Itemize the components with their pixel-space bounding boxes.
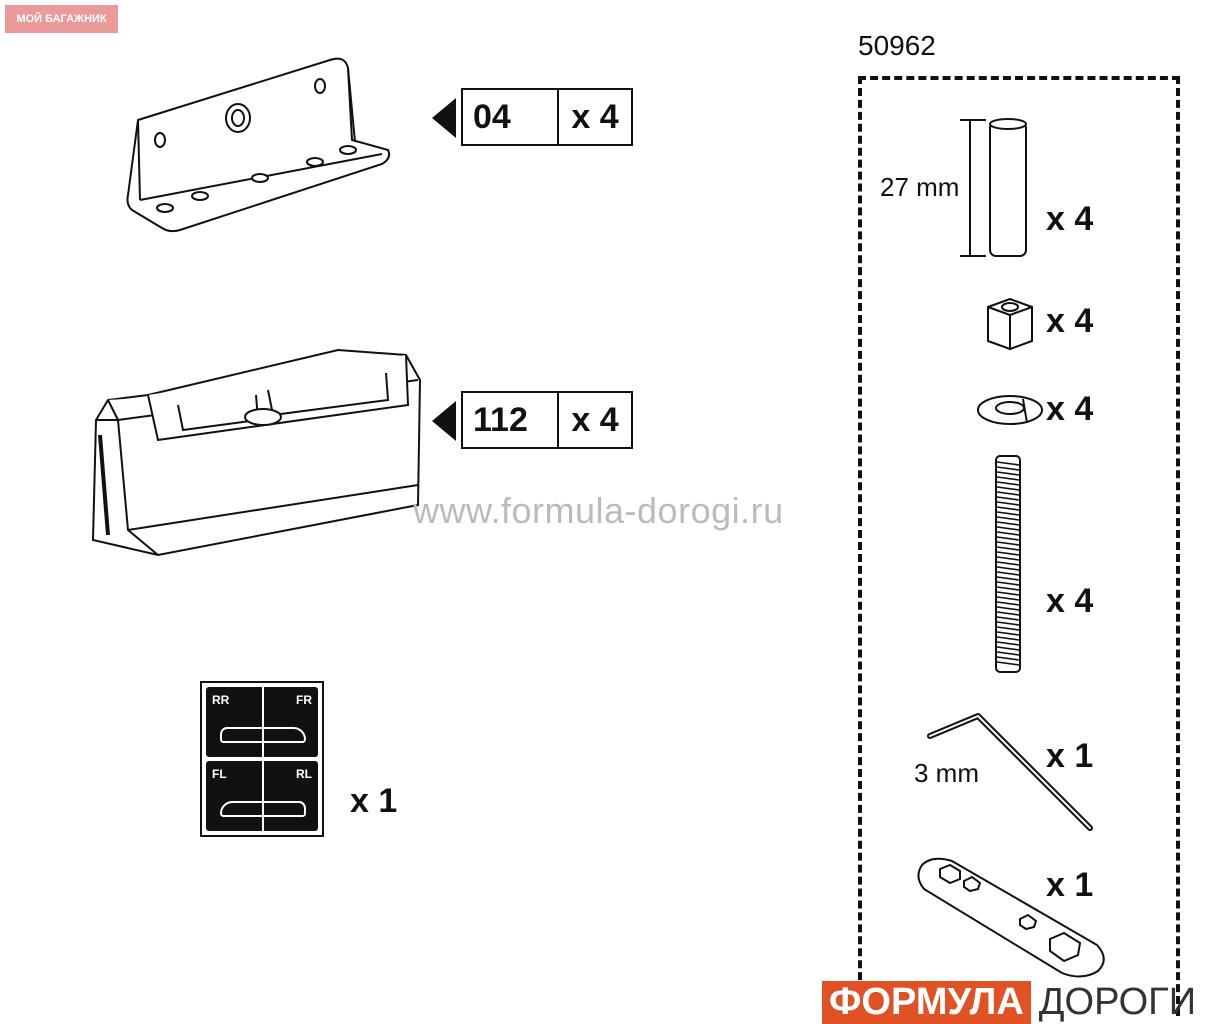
bolt-thread-line — [996, 541, 1020, 546]
washer-quantity: x 4 — [1046, 390, 1094, 428]
bolt-thread-line — [996, 646, 1020, 651]
bolt-thread-line — [996, 626, 1020, 631]
bolt-thread-line — [996, 526, 1020, 531]
hex-key-icon — [927, 713, 1093, 831]
bolt-thread-line — [996, 461, 1020, 466]
bolt-thread-line — [996, 636, 1020, 641]
hex-nut-icon — [987, 297, 1033, 351]
part-code: 112 — [463, 393, 559, 447]
foot-pad-icon — [91, 348, 422, 557]
nut-quantity: x 4 — [1046, 302, 1094, 340]
bolt-thread-line — [996, 601, 1020, 606]
hex-key-size-label: 3 mm — [914, 758, 979, 788]
threaded-bolt-icon — [995, 455, 1021, 673]
bolt-thread-line — [996, 661, 1020, 666]
kit-number: 50962 — [858, 30, 936, 61]
bolt-thread-line — [996, 511, 1020, 516]
bolt-thread-line — [996, 641, 1020, 646]
sticker-label-fl: FL — [212, 767, 227, 781]
bolt-thread-line — [996, 476, 1020, 481]
bolt-thread-line — [996, 496, 1020, 501]
hex-key-quantity: x 1 — [1046, 737, 1094, 775]
part-code-box: 04 x 4 — [461, 88, 633, 146]
bolt-thread-line — [996, 536, 1020, 541]
pointer-arrow-icon — [432, 401, 456, 441]
bolt-thread-line — [996, 566, 1020, 571]
kit-frame — [858, 76, 1180, 1016]
position-sticker-icon: RR FR FL RL — [200, 681, 324, 837]
tube-length-label: 27 mm — [880, 172, 960, 202]
bolt-thread-line — [996, 656, 1020, 661]
spring-washer-icon — [977, 395, 1043, 425]
bolt-thread-line — [996, 471, 1020, 476]
wrench-plate-icon — [917, 857, 1105, 978]
bolt-thread-line — [996, 591, 1020, 596]
bolt-thread-line — [996, 531, 1020, 536]
tube-quantity: x 4 — [1046, 200, 1094, 238]
wrench-quantity: x 1 — [1046, 866, 1094, 904]
bolt-thread-line — [996, 516, 1020, 521]
bolt-thread-line — [996, 506, 1020, 511]
bolt-thread-line — [996, 561, 1020, 566]
sticker-label-rl: RL — [296, 767, 312, 781]
bolt-thread-line — [996, 481, 1020, 486]
brand-badge: МОЙ БАГАЖНИК — [5, 5, 118, 33]
bolt-quantity: x 4 — [1046, 582, 1094, 620]
bolt-thread-line — [996, 551, 1020, 556]
bolt-thread-line — [996, 576, 1020, 581]
sticker-divider — [262, 761, 264, 831]
sticker-top-half: RR FR — [206, 687, 318, 757]
bolt-thread-line — [996, 491, 1020, 496]
part-quantity: x 4 — [571, 97, 619, 136]
sticker-label-fr: FR — [296, 693, 312, 707]
bolt-thread-line — [996, 466, 1020, 471]
car-silhouette-icon — [220, 801, 306, 817]
bolt-thread-line — [996, 611, 1020, 616]
bolt-thread-line — [996, 621, 1020, 626]
bolt-thread-line — [996, 486, 1020, 491]
bolt-thread-line — [996, 651, 1020, 656]
bolt-thread-line — [996, 586, 1020, 591]
bolt-thread-line — [996, 571, 1020, 576]
sticker-label-rr: RR — [212, 693, 230, 707]
pointer-arrow-icon — [432, 98, 456, 138]
sticker-bottom-half: FL RL — [206, 761, 318, 831]
bolt-thread-line — [996, 556, 1020, 561]
mounting-bracket-icon — [126, 57, 391, 233]
spacer-tube-icon — [960, 118, 1027, 257]
sticker-divider — [262, 687, 264, 757]
car-silhouette-icon — [220, 727, 306, 743]
sticker-quantity: x 1 — [350, 782, 398, 820]
part-code-box: 112 x 4 — [461, 391, 633, 449]
logo-grey-text: ДОРОГИ — [1038, 981, 1197, 1023]
bolt-thread-line — [996, 631, 1020, 636]
bolt-thread-line — [996, 606, 1020, 611]
part-code: 04 — [463, 90, 559, 144]
bolt-thread-line — [996, 581, 1020, 586]
bolt-thread-line — [996, 521, 1020, 526]
logo-red-text: ФОРМУЛА — [822, 981, 1031, 1024]
bolt-thread-line — [996, 546, 1020, 551]
bolt-thread-line — [996, 596, 1020, 601]
bolt-thread-line — [996, 616, 1020, 621]
formula-dorogi-logo: ФОРМУЛА ДОРОГИ — [822, 981, 1196, 1024]
bolt-thread-line — [996, 501, 1020, 506]
part-quantity: x 4 — [571, 400, 619, 439]
watermark-text: www.formula-dorogi.ru — [413, 490, 784, 531]
